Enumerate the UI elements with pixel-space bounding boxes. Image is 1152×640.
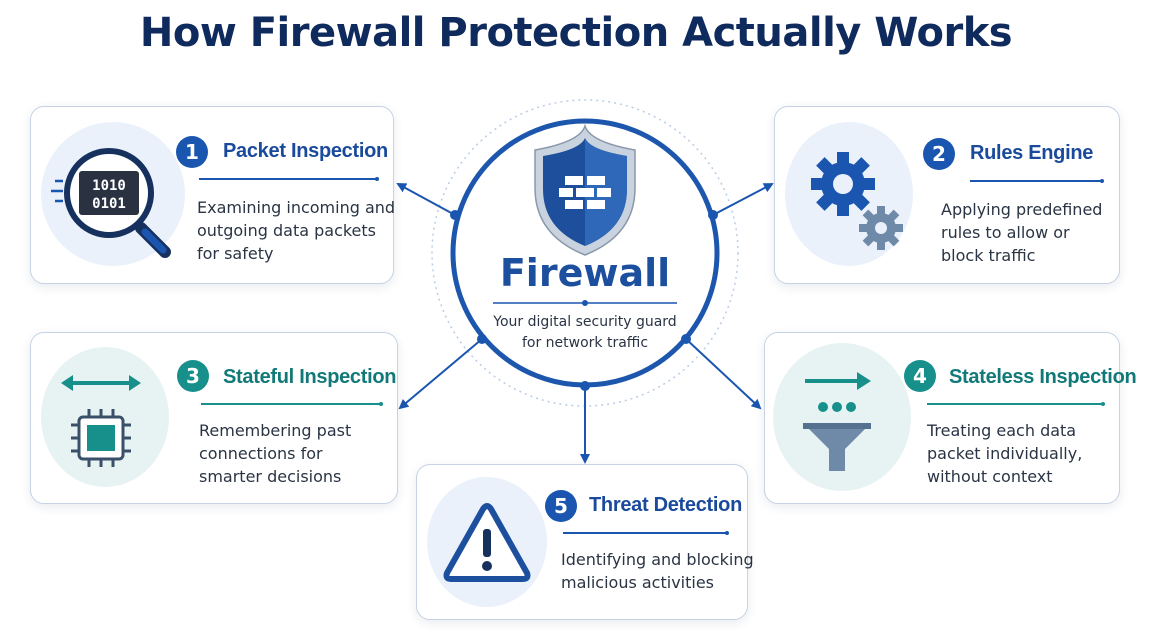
step-description-2: Applying predefined rules to allow or bl… — [941, 200, 1103, 265]
step-title-3: Stateful Inspection — [223, 366, 397, 388]
warning-triangle-icon — [427, 477, 547, 607]
step-badge-5: 5 — [545, 490, 577, 522]
step-title-1: Packet Inspection — [223, 140, 388, 162]
step-badge-3: 3 — [177, 360, 209, 392]
step-card-rules-engine: 2 Rules Engine Applying predefined rules… — [774, 106, 1120, 284]
step-underline-2 — [970, 178, 1104, 182]
step-title-5: Threat Detection — [589, 494, 743, 516]
step-title-2: Rules Engine — [970, 142, 1094, 164]
step-description-5: Identifying and blocking malicious activ… — [561, 550, 754, 592]
step-badge-4: 4 — [904, 360, 936, 392]
magnifier-binary-icon: 1010 0101 — [41, 122, 185, 266]
firewall-label: Firewall — [499, 251, 671, 295]
step-underline-5 — [563, 530, 729, 534]
step-underline-1 — [199, 176, 379, 180]
step-card-packet-inspection: 1010 0101 1 Packet Inspection Examining … — [30, 106, 396, 284]
step-description-3: Remembering past connections for smarter… — [199, 421, 352, 486]
svg-text:0101: 0101 — [92, 196, 126, 212]
funnel-arrow-icon — [773, 343, 911, 491]
gears-icon — [785, 122, 913, 266]
firewall-center: Firewall Your digital security guard for… — [476, 250, 694, 354]
step-title-4: Stateless Inspection — [949, 366, 1137, 388]
page-title: How Firewall Protection Actually Works — [139, 10, 1013, 56]
step-description-4: Treating each data packet individually, … — [927, 421, 1083, 486]
step-card-stateless-inspection: 4 Stateless Inspection Treating each dat… — [764, 332, 1137, 504]
step-card-stateful-inspection: 3 Stateful Inspection Remembering past c… — [30, 332, 398, 504]
step-badge-1: 1 — [176, 136, 208, 168]
shield-icon — [534, 123, 636, 256]
step-underline-4 — [927, 401, 1105, 405]
connector-3 — [398, 338, 483, 410]
step-description-1: Examining incoming and outgoing data pac… — [197, 198, 396, 263]
svg-text:1010: 1010 — [92, 178, 126, 194]
firewall-tagline: Your digital security guard for network … — [493, 314, 677, 351]
step-underline-3 — [201, 401, 383, 405]
step-badge-2: 2 — [923, 138, 955, 170]
step-card-threat-detection: 5 Threat Detection Identifying and block… — [416, 464, 754, 620]
connector-2 — [712, 183, 774, 216]
connector-4 — [685, 338, 762, 410]
chip-arrows-icon — [41, 347, 169, 487]
connector-1 — [396, 183, 456, 216]
